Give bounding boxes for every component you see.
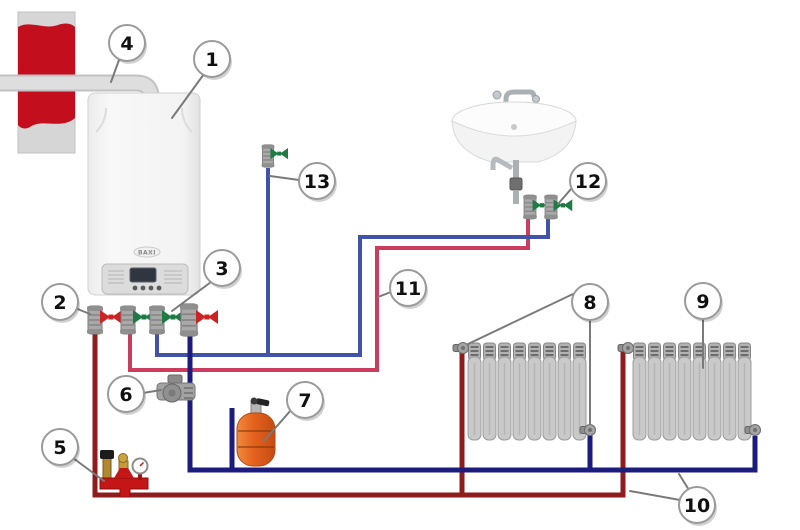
svg-text:10: 10	[684, 495, 710, 517]
svg-text:6: 6	[119, 384, 132, 406]
radiator1-supply-valve	[452, 342, 469, 354]
boiler-button	[140, 285, 146, 291]
pipe-heating-supply	[92, 333, 626, 498]
sink	[451, 89, 577, 204]
pipe-heating-return	[187, 333, 758, 473]
radiator-1	[467, 342, 587, 441]
callout-10-heating-mains: 10	[678, 486, 717, 526]
radiator2-supply-valve	[617, 342, 634, 354]
pipe-cold-water	[155, 216, 550, 357]
svg-text:8: 8	[583, 292, 596, 314]
callout-13-branch-valve: 13	[298, 162, 337, 202]
pipe-dhw-hot	[128, 216, 530, 372]
expansion-tank	[236, 397, 276, 467]
safety-group	[99, 450, 149, 498]
svg-text:BAXI: BAXI	[138, 250, 156, 257]
callout-3-boiler-valves: 3	[203, 249, 242, 289]
callout-9-radiator: 9	[684, 282, 723, 322]
branch-valve	[261, 144, 288, 168]
svg-text:7: 7	[298, 390, 311, 412]
boiler-valve-cold	[148, 305, 184, 335]
boiler-button	[132, 285, 138, 291]
svg-text:4: 4	[120, 33, 133, 55]
callout-5-safety-group: 5	[41, 428, 80, 468]
boiler-logo: BAXI	[133, 246, 161, 258]
svg-text:11: 11	[395, 278, 421, 300]
circulation-pump	[156, 374, 196, 403]
svg-text:1: 1	[205, 49, 218, 71]
callout-4-flue: 4	[108, 24, 147, 64]
radiator-2	[632, 342, 752, 441]
boiler: BAXI	[87, 92, 201, 296]
boiler-control-panel	[101, 263, 189, 295]
svg-text:5: 5	[53, 437, 66, 459]
svg-text:13: 13	[304, 171, 330, 193]
callout-1-boiler: 1	[193, 40, 232, 80]
boiler-button	[156, 285, 162, 291]
radiator2-return-valve	[744, 424, 761, 436]
radiator1-return-valve	[579, 424, 596, 436]
callout-leaders	[72, 59, 704, 501]
boiler-valve-supply	[86, 305, 122, 335]
svg-text:12: 12	[575, 171, 601, 193]
svg-text:2: 2	[53, 292, 66, 314]
callout-2-supply-valve: 2	[41, 283, 80, 323]
callout-8-radiator-valves: 8	[571, 283, 610, 323]
sink-trap	[490, 156, 523, 204]
callout-6-pump: 6	[107, 375, 146, 415]
svg-text:9: 9	[696, 291, 709, 313]
boiler-display	[129, 267, 157, 283]
callout-7-expansion-tank: 7	[286, 381, 325, 421]
svg-text:3: 3	[215, 258, 228, 280]
callout-12-sink-valves: 12	[569, 162, 608, 202]
boiler-valve-return	[178, 303, 218, 337]
sink-valve-cold	[543, 194, 573, 220]
callout-11-water-risers: 11	[389, 269, 428, 309]
boiler-button	[148, 285, 154, 291]
